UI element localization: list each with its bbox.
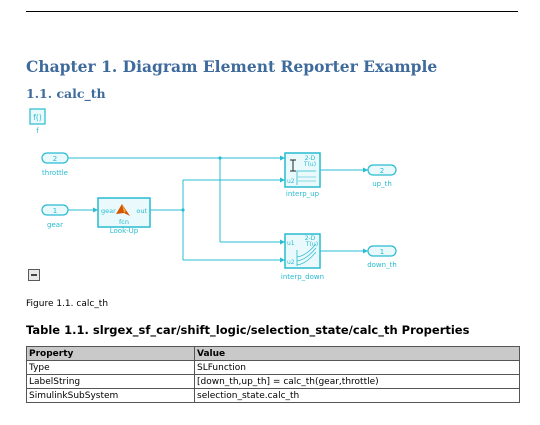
section-heading: 1.1. calc_th — [26, 86, 106, 101]
interp-func-label: T(u) — [305, 241, 318, 248]
outport-number: 1 — [380, 248, 384, 256]
function-block[interactable]: f() — [29, 108, 46, 125]
text-cursor-icon — [290, 159, 296, 172]
matlab-logo-icon — [116, 204, 130, 216]
inport-gear[interactable]: 1 — [41, 204, 69, 216]
top-rule — [26, 11, 518, 12]
signal-lines — [68, 155, 368, 263]
lookup-block[interactable]: gear out fcn — [97, 197, 151, 228]
lookup-out-port: out — [136, 207, 147, 215]
inport-label: throttle — [42, 169, 68, 177]
figure-caption: Figure 1.1. calc_th — [26, 299, 109, 309]
interp-down-label: interp_down — [281, 273, 324, 281]
inport-throttle[interactable]: 2 — [41, 152, 69, 164]
table-row: Type SLFunction — [26, 360, 520, 375]
inport-number: 1 — [53, 207, 57, 215]
inport-number: 2 — [53, 155, 57, 163]
interp-func-label: T(u) — [303, 161, 316, 168]
column-header-property: Property — [26, 346, 195, 361]
simulink-diagram: f() f 2 throttle 1 gear gear out fcn — [29, 108, 397, 281]
outport-up-th[interactable]: 2 — [367, 164, 397, 176]
branch-point — [181, 208, 185, 212]
interp-up-label: interp_up — [286, 190, 320, 198]
inport-label: gear — [47, 221, 63, 229]
table-row: SimulinkSubSystem selection_state.calc_t… — [26, 388, 520, 403]
property-cell: LabelString — [26, 374, 195, 389]
lookup-fcn-label: fcn — [119, 218, 129, 226]
interp-table-label: 2-D — [305, 155, 316, 162]
properties-table: Property Value Type SLFunction LabelStri… — [26, 346, 520, 403]
outport-number: 2 — [380, 167, 384, 175]
outport-label: down_th — [367, 261, 397, 269]
collapse-icon[interactable] — [28, 269, 40, 281]
table-title: Table 1.1. slrgex_sf_car/shift_logic/sel… — [26, 323, 470, 337]
table-header-row: Property Value — [26, 346, 520, 361]
interp-table-label: 2-D — [305, 235, 316, 242]
branch-point — [218, 156, 222, 160]
interp-port-u2: u2 — [287, 259, 295, 266]
property-cell: SimulinkSubSystem — [26, 388, 195, 403]
function-block-label: f — [36, 127, 39, 135]
interp-up-block[interactable]: 2-D T(u) u2 — [284, 152, 321, 188]
function-block-icon-text: f() — [33, 113, 42, 122]
interp-port-u2: u2 — [287, 178, 295, 185]
outport-label: up_th — [372, 180, 392, 188]
interp-port-u1: u1 — [287, 240, 295, 247]
interp-down-block[interactable]: 2-D T(u) u1 u2 — [284, 233, 321, 269]
value-cell: selection_state.calc_th — [194, 388, 520, 403]
outport-down-th[interactable]: 1 — [367, 245, 397, 257]
column-header-value: Value — [194, 346, 520, 361]
value-cell: SLFunction — [194, 360, 520, 375]
property-cell: Type — [26, 360, 195, 375]
chapter-heading: Chapter 1. Diagram Element Reporter Exam… — [26, 57, 438, 76]
lookup-block-label: Look-Up — [110, 227, 139, 235]
table-row: LabelString [down_th,up_th] = calc_th(ge… — [26, 374, 520, 389]
value-cell: [down_th,up_th] = calc_th(gear,throttle) — [194, 374, 520, 389]
lookup-in-port: gear — [101, 207, 116, 215]
